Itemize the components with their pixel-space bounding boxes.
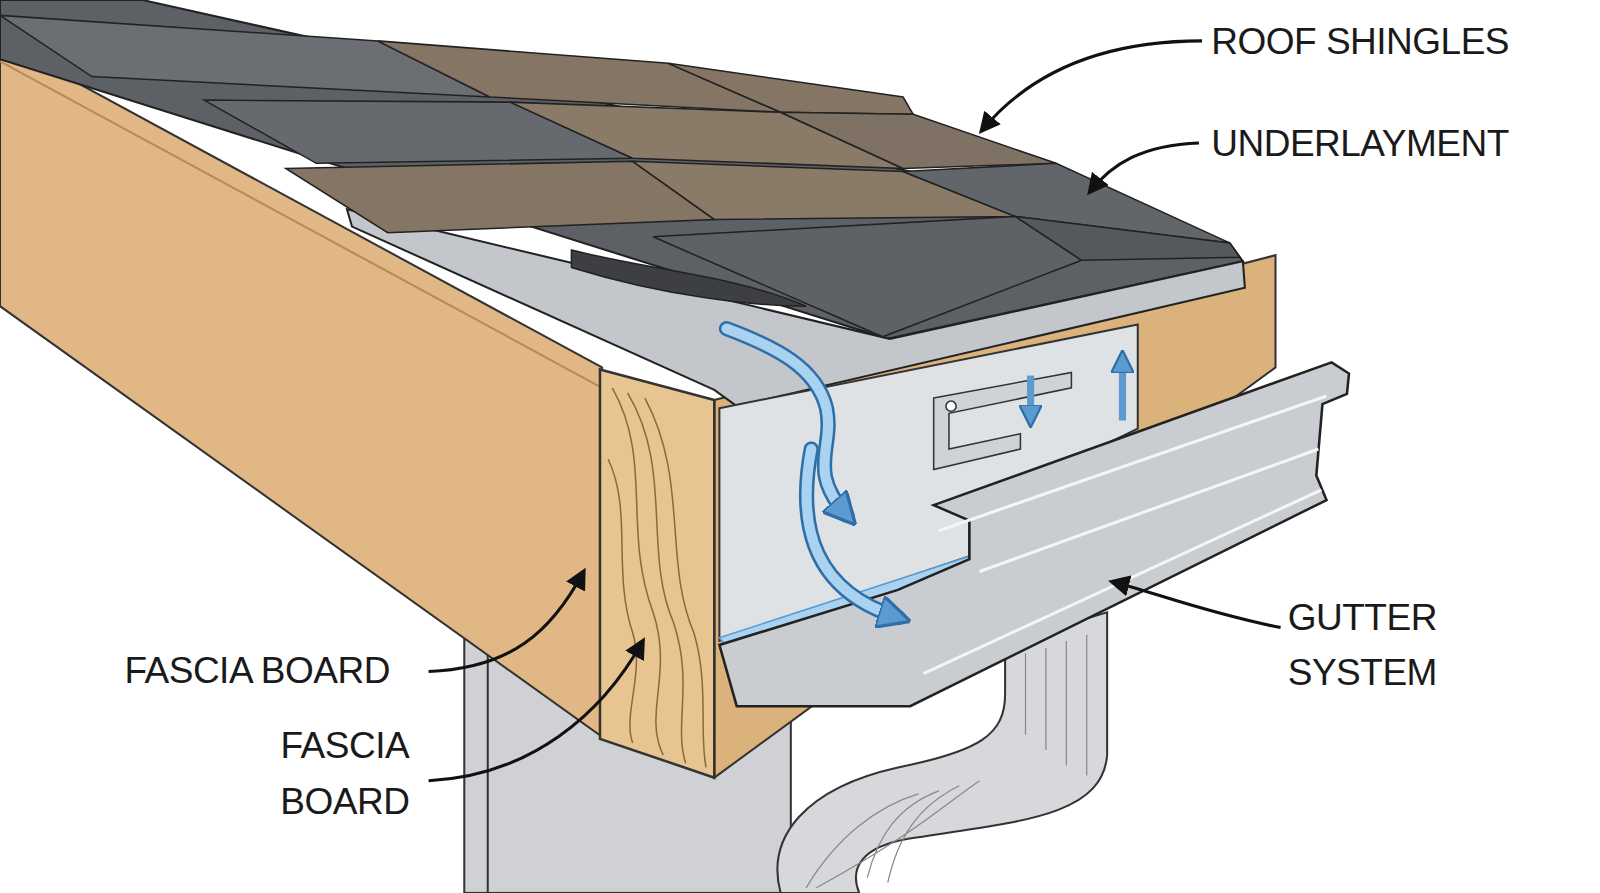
airflow-arrow — [1119, 359, 1126, 420]
leader-line — [1112, 582, 1280, 628]
wood-grain — [612, 388, 663, 755]
shingle-tab — [668, 63, 913, 114]
leader-line — [429, 641, 643, 781]
shingle-tab — [1015, 216, 1239, 260]
part-label: UNDERLAYMENT — [1211, 116, 1509, 172]
gutter-highlight — [923, 396, 1326, 674]
part-label: FASCIA BOARD — [263, 718, 426, 829]
gutter-front — [719, 362, 1349, 706]
fascia-end-grain — [600, 369, 714, 777]
bracket-screw — [946, 401, 956, 411]
leader-line — [1090, 143, 1199, 192]
shingle-tab — [781, 112, 1057, 168]
shingle-tab — [653, 216, 1082, 336]
wood-grain — [628, 393, 686, 763]
part-label: FASCIA BOARD — [124, 643, 389, 699]
water-flow-outline — [807, 449, 898, 617]
leader-line — [429, 572, 584, 672]
water-flow-outline — [727, 329, 847, 516]
part-label: ROOF SHINGLES — [1211, 14, 1509, 70]
part-label: GUTTER SYSTEM — [1288, 590, 1472, 701]
leader-line — [982, 41, 1202, 131]
water-flow-arrow — [727, 329, 847, 516]
airflow-arrow — [1027, 376, 1034, 419]
hanger-bracket — [934, 373, 1072, 470]
wood-grain — [608, 459, 636, 743]
water-flow-arrow — [807, 449, 898, 617]
wood-grain — [645, 398, 706, 767]
